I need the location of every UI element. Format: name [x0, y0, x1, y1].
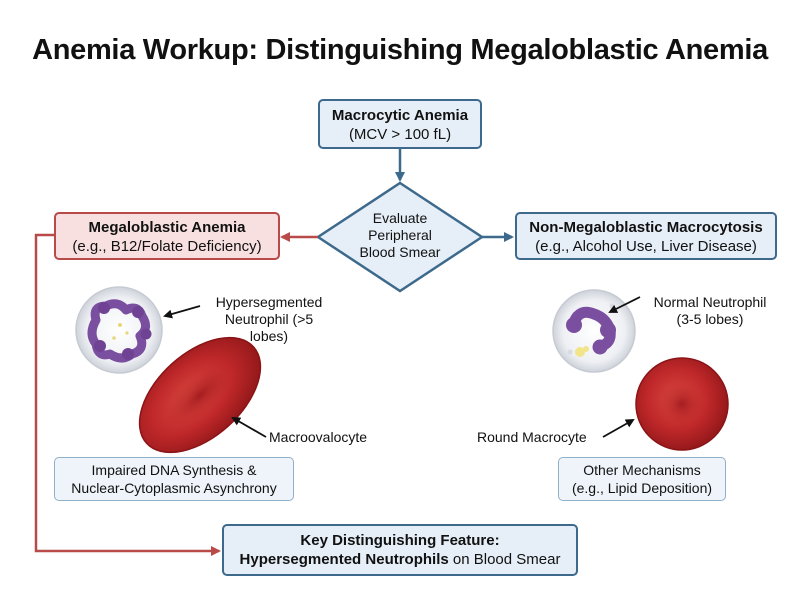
- megaloblastic-anemia-example: (e.g., B12/Folate Deficiency): [72, 238, 262, 255]
- macrocytic-anemia-criteria: (MCV > 100 fL): [348, 126, 452, 143]
- non-megaloblastic-title: Non-Megaloblastic Macrocytosis: [529, 219, 763, 236]
- pointer-round-macrocyte: [602, 419, 635, 438]
- pointer-hypersegmented: [163, 305, 201, 319]
- megaloblastic-anemia-title: Megaloblastic Anemia: [88, 219, 246, 236]
- non-megaloblastic-example: (e.g., Alcohol Use, Liver Disease): [535, 238, 757, 255]
- arrow-to-key-feature: [34, 233, 221, 556]
- round-macrocyte-illustration: [635, 357, 729, 451]
- megaloblastic-mechanism-line-2: Nuclear-Cytoplasmic Asynchrony: [71, 480, 277, 496]
- key-feature-heading: Key Distinguishing Feature:: [300, 532, 500, 549]
- pointer-normal-neutrophil: [608, 296, 641, 313]
- hypersegmented-label-line-1: Hypersegmented: [215, 294, 323, 310]
- macrocytic-anemia-box: Macrocytic Anemia (MCV > 100 fL): [318, 99, 482, 149]
- diagram-title: Anemia Workup: Distinguishing Megaloblas…: [32, 34, 768, 66]
- normal-neutrophil-label-line-2: (3-5 lobes): [676, 311, 744, 327]
- megaloblastic-mechanism-line-1: Impaired DNA Synthesis &: [91, 462, 257, 478]
- non-megaloblastic-mechanism-box: Other Mechanisms (e.g., Lipid Deposition…: [558, 457, 726, 501]
- normal-neutrophil-label-line-1: Normal Neutrophil: [653, 294, 767, 310]
- megaloblastic-anemia-box: Megaloblastic Anemia (e.g., B12/Folate D…: [54, 212, 280, 260]
- macrocytic-anemia-title: Macrocytic Anemia: [331, 107, 469, 124]
- other-mechanism-line-1: Other Mechanisms: [583, 462, 701, 478]
- decision-diamond: [315, 181, 485, 293]
- pointer-macroovalocyte: [231, 417, 267, 438]
- non-megaloblastic-box: Non-Megaloblastic Macrocytosis (e.g., Al…: [515, 212, 777, 260]
- key-feature-rest: on Blood Smear: [448, 551, 561, 568]
- megaloblastic-mechanism-box: Impaired DNA Synthesis & Nuclear-Cytopla…: [54, 457, 294, 501]
- hypersegmented-neutrophil-label: Hypersegmented Neutrophil (>5 lobes): [204, 294, 334, 345]
- round-macrocyte-label: Round Macrocyte: [477, 429, 587, 445]
- hypersegmented-label-line-2: Neutrophil (>5: [224, 311, 314, 327]
- macroovalocyte-label: Macroovalocyte: [269, 429, 368, 445]
- key-feature-detail: Hypersegmented Neutrophils on Blood Smea…: [224, 550, 576, 569]
- normal-neutrophil-label: Normal Neutrophil (3-5 lobes): [640, 294, 780, 328]
- other-mechanism-line-2: (e.g., Lipid Deposition): [571, 480, 713, 496]
- decision-line-3: Blood Smear: [359, 244, 441, 260]
- hypersegmented-neutrophil-illustration: [75, 286, 163, 374]
- decision-text: Evaluate Peripheral Blood Smear: [330, 210, 470, 261]
- normal-neutrophil-illustration: [552, 289, 636, 373]
- decision-line-2: Peripheral: [368, 227, 432, 243]
- key-feature-box: Key Distinguishing Feature: Hypersegment…: [222, 524, 578, 576]
- hypersegmented-label-line-3: lobes): [249, 328, 289, 344]
- macroovalocyte-illustration: [138, 336, 262, 454]
- decision-line-1: Evaluate: [372, 210, 428, 226]
- key-feature-bold: Hypersegmented Neutrophils: [239, 551, 449, 568]
